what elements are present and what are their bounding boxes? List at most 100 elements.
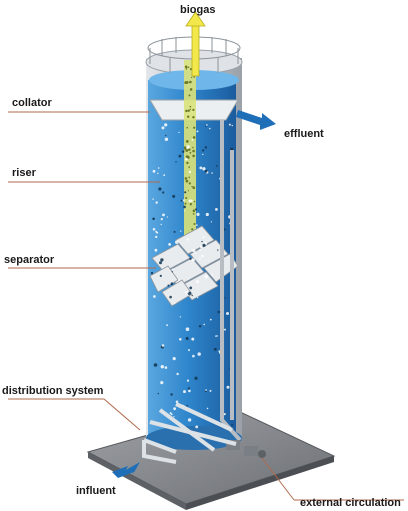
gas-bubble <box>157 172 159 175</box>
riser-bubble <box>184 65 188 69</box>
gas-bubble <box>157 167 160 169</box>
gas-bubble <box>202 167 206 171</box>
gas-bubble <box>180 230 182 232</box>
gas-bubble <box>185 327 190 332</box>
gas-bubble <box>201 240 203 243</box>
gas-bubble <box>204 169 208 173</box>
gas-bubble <box>195 280 199 284</box>
gas-bubble <box>175 400 179 404</box>
riser-bubble <box>188 182 191 185</box>
riser-bubble <box>185 197 188 199</box>
gas-bubble <box>153 363 158 367</box>
gas-bubble <box>226 385 230 389</box>
riser-bubble <box>192 209 196 213</box>
gas-bubble <box>173 230 176 233</box>
gas-bubble <box>161 126 165 130</box>
gas-bubble <box>231 124 233 127</box>
riser-bubble <box>189 203 192 206</box>
gas-bubble <box>184 210 186 212</box>
gas-bubble <box>206 124 208 126</box>
label-collator: collator <box>12 97 52 109</box>
riser-bubble <box>193 200 196 203</box>
influent-arrow <box>112 462 140 478</box>
gas-bubble <box>211 273 214 276</box>
gas-bubble <box>160 365 164 369</box>
gas-bubble <box>169 295 172 299</box>
label-influent: influent <box>76 485 116 497</box>
gas-bubble <box>191 139 194 141</box>
gas-bubble <box>179 316 181 318</box>
gas-bubble <box>152 198 154 200</box>
gas-bubble <box>198 325 202 328</box>
riser-bubble <box>189 108 192 111</box>
gas-bubble <box>231 424 234 426</box>
riser-bubble <box>185 156 188 158</box>
label-separator: separator <box>4 254 55 266</box>
gas-bubble <box>154 248 158 252</box>
riser-bubble <box>188 166 190 168</box>
gas-bubble <box>182 199 185 202</box>
label-external-circulation: external circulation <box>300 497 401 509</box>
gas-bubble <box>195 425 199 429</box>
gas-bubble <box>202 153 204 156</box>
gas-bubble <box>173 407 177 411</box>
riser-bubble <box>186 126 188 129</box>
riser-bubble <box>192 149 195 153</box>
gas-bubble <box>187 278 189 280</box>
gas-bubble <box>185 291 188 294</box>
gas-bubble <box>216 165 218 167</box>
gas-bubble <box>188 170 192 174</box>
gas-bubble <box>188 389 191 393</box>
gas-bubble <box>175 161 177 163</box>
gas-bubble <box>176 372 179 376</box>
gas-bubble <box>202 149 205 152</box>
gas-bubble <box>205 390 207 393</box>
riser-bubble <box>184 177 188 180</box>
riser-bubble <box>187 66 190 69</box>
gas-bubble <box>204 274 208 279</box>
riser-bubble <box>184 202 187 205</box>
gas-bubble <box>160 381 164 385</box>
gas-bubble <box>180 199 183 202</box>
riser-bubble <box>192 154 195 158</box>
gas-bubble <box>186 379 190 382</box>
gas-bubble <box>187 418 192 422</box>
gas-bubble <box>188 349 190 352</box>
gas-bubble <box>178 279 180 281</box>
gas-bubble <box>159 274 162 277</box>
riser-bubble <box>189 68 193 71</box>
gas-bubble <box>161 344 165 347</box>
riser-bubble <box>192 146 194 149</box>
gas-bubble <box>197 352 201 356</box>
riser-bubble <box>187 115 190 118</box>
gas-bubble <box>199 258 201 260</box>
base-plate-edge <box>88 452 186 510</box>
gas-bubble <box>170 393 173 396</box>
gas-bubble <box>189 257 192 260</box>
gas-bubble <box>196 296 199 299</box>
gas-bubble <box>152 228 156 231</box>
gas-bubble <box>192 249 196 253</box>
gas-bubble <box>213 347 217 351</box>
gas-bubble <box>160 258 164 262</box>
gas-bubble <box>178 131 180 134</box>
gas-bubble <box>166 324 169 327</box>
gas-bubble <box>182 150 185 153</box>
riser-bubble <box>191 185 193 188</box>
gas-bubble <box>199 248 202 251</box>
gas-bubble <box>178 154 182 158</box>
gas-bubble <box>155 230 158 233</box>
gas-bubble <box>206 407 209 410</box>
riser-bubble <box>192 116 195 119</box>
gas-bubble <box>223 413 226 416</box>
riser-bubble <box>191 228 194 231</box>
base-plate-edge-right <box>186 456 334 510</box>
riser-bubble <box>193 223 196 225</box>
riser-bubble <box>185 149 189 152</box>
gas-bubble <box>172 357 176 361</box>
gas-bubble <box>199 166 203 170</box>
external-circulation-pipe <box>220 120 242 442</box>
gas-bubble <box>209 389 212 392</box>
biogas-arrow <box>185 11 206 77</box>
